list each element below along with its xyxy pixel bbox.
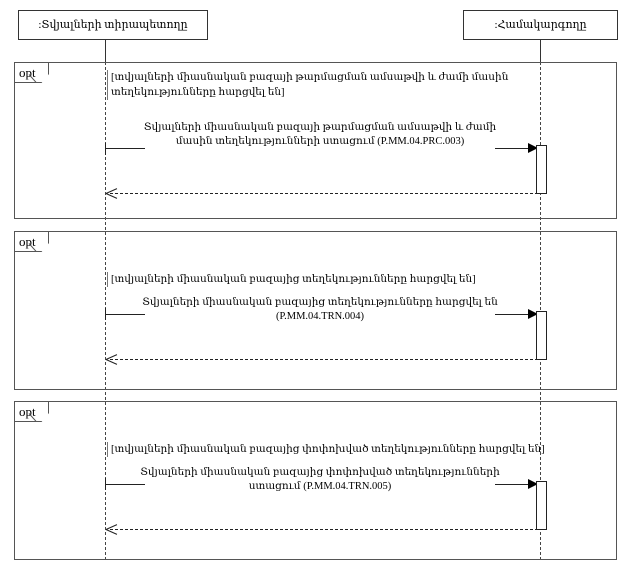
activation-bar-3[interactable] <box>536 481 547 530</box>
message-3-line-left <box>105 484 145 485</box>
lifeline-head-data-owner-label: :Տվյալների տիրապետողը <box>38 18 188 31</box>
opt-fragment-2-guard: [տվյալների միասնական բազայից տեղեկությու… <box>107 272 537 287</box>
message-1-line-left <box>105 148 145 149</box>
reply-3-line <box>110 529 538 530</box>
activation-bar-2[interactable] <box>536 311 547 360</box>
reply-3-arrowhead <box>105 523 118 535</box>
reply-2-arrowhead <box>105 353 118 365</box>
opt-fragment-1-guard: [տվյալների միասնական բազայի թարմացման ամ… <box>107 70 527 100</box>
activation-bar-1[interactable] <box>536 145 547 194</box>
lifeline-stub-coordinator <box>540 40 541 62</box>
message-2-label: Տվյալների միասնական բազայից տեղեկություն… <box>142 297 498 322</box>
message-1-arrowhead <box>528 143 538 153</box>
message-3-label: Տվյալների միասնական բազայից փոփոխված տեղ… <box>140 467 500 492</box>
message-3-line-right <box>495 484 535 485</box>
reply-1-line <box>110 193 538 194</box>
opt-fragment-3[interactable]: opt <box>14 401 617 560</box>
opt-fragment-2[interactable]: opt <box>14 231 617 390</box>
message-1-label: Տվյալների միասնական բազայի թարմացման ամս… <box>143 122 497 147</box>
opt-fragment-1[interactable]: opt <box>14 62 617 219</box>
message-1-source-tick <box>105 143 106 155</box>
opt-fragment-1-operator: opt <box>15 63 49 83</box>
message-2-arrowhead <box>528 309 538 319</box>
opt-fragment-3-guard: [տվյալների միասնական բազայից փոփոխված տե… <box>107 442 547 457</box>
lifeline-stub-data-owner <box>105 40 106 62</box>
message-2-line-left <box>105 314 145 315</box>
lifeline-head-data-owner[interactable]: :Տվյալների տիրապետողը <box>18 10 208 40</box>
reply-1-arrowhead <box>105 187 118 199</box>
message-2-line-right <box>495 314 535 315</box>
message-3-arrowhead <box>528 479 538 489</box>
lifeline-head-coordinator[interactable]: :Համակարգողը <box>463 10 618 40</box>
opt-fragment-2-operator: opt <box>15 232 49 252</box>
lifeline-head-coordinator-label: :Համակարգողը <box>494 18 587 31</box>
reply-2-line <box>110 359 538 360</box>
opt-fragment-3-operator: opt <box>15 402 49 422</box>
message-1-line-right <box>495 148 535 149</box>
